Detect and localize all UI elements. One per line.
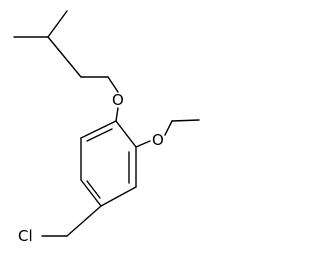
molecule-diagram: O O Cl xyxy=(13,10,200,245)
ring-bond-upper-right xyxy=(115,120,137,148)
oxygen-label-ethoxy: O xyxy=(152,131,164,149)
bond-oxygen-to-ring xyxy=(115,107,119,122)
bond-ring-to-ch2 xyxy=(66,205,102,237)
structure-svg: O O Cl xyxy=(13,10,200,245)
bond-chain-to-oxygen xyxy=(107,76,119,93)
ring-bond-top-left xyxy=(80,120,117,139)
oxygen-label-top: O xyxy=(112,91,124,109)
chlorine-label: Cl xyxy=(18,227,33,245)
ring-double-bond-top xyxy=(86,128,113,142)
ring-bond-lower-right xyxy=(100,186,137,207)
ring-bond-lower-left xyxy=(80,179,102,207)
bond-methyl-upper xyxy=(47,10,68,38)
ring-double-bond-lower xyxy=(86,180,101,199)
bond-chain-1 xyxy=(47,36,82,78)
bond-ring-to-ethoxy-oxygen xyxy=(135,140,151,148)
bond-ethoxy-ch2-ch3 xyxy=(171,119,200,122)
bond-ethoxy-oxygen-to-ch2 xyxy=(164,120,173,136)
